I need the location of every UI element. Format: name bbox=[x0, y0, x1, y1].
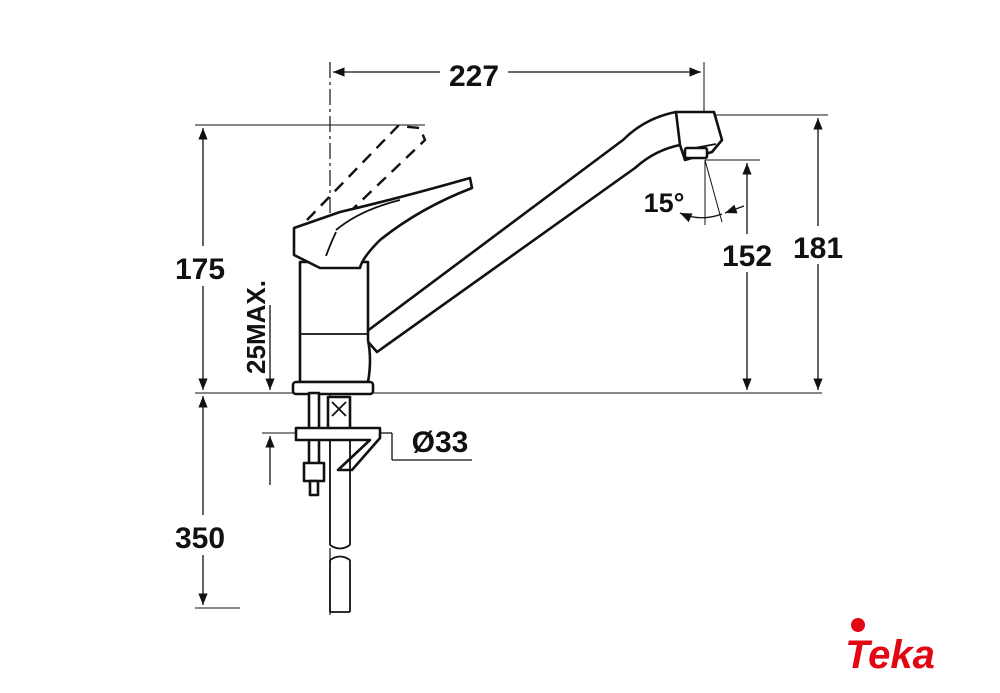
dimension-spout-angle: 15° bbox=[644, 159, 745, 225]
dimension-body-height: 175 bbox=[165, 124, 425, 390]
fixing-bracket bbox=[294, 426, 382, 472]
tap-base bbox=[291, 380, 375, 396]
label-hole-diameter: Ø33 bbox=[412, 426, 469, 459]
tap-body bbox=[291, 260, 375, 396]
label-body-height: 175 bbox=[175, 253, 225, 286]
lever-handle bbox=[292, 176, 474, 270]
dimension-deck-thickness: 25MAX. bbox=[241, 280, 300, 485]
label-deck-thickness: 25MAX. bbox=[241, 280, 271, 374]
label-spout-angle: 15° bbox=[644, 188, 685, 218]
label-hose-length: 350 bbox=[175, 522, 225, 555]
dimension-total-height: 181 bbox=[715, 114, 850, 390]
spout-aerator bbox=[683, 146, 709, 160]
label-outlet-height: 152 bbox=[722, 240, 772, 273]
label-total-height: 181 bbox=[793, 232, 843, 265]
dimension-hole-diameter: Ø33 bbox=[380, 426, 472, 461]
label-spout-reach: 227 bbox=[449, 60, 499, 93]
hose-break-top bbox=[329, 544, 351, 550]
mounting-assembly bbox=[294, 391, 382, 613]
dimension-hose-length: 350 bbox=[165, 396, 240, 609]
teka-logo-text: Teka bbox=[845, 633, 935, 677]
dimension-spout-reach: 227 bbox=[333, 60, 705, 118]
hose-break-bottom bbox=[329, 555, 351, 561]
teka-logo-icon: Teka bbox=[845, 618, 935, 677]
dimension-outlet-height: 152 bbox=[705, 159, 778, 390]
connector-nut bbox=[326, 395, 352, 433]
spout bbox=[360, 110, 724, 354]
lever-raised-outline bbox=[306, 124, 427, 226]
